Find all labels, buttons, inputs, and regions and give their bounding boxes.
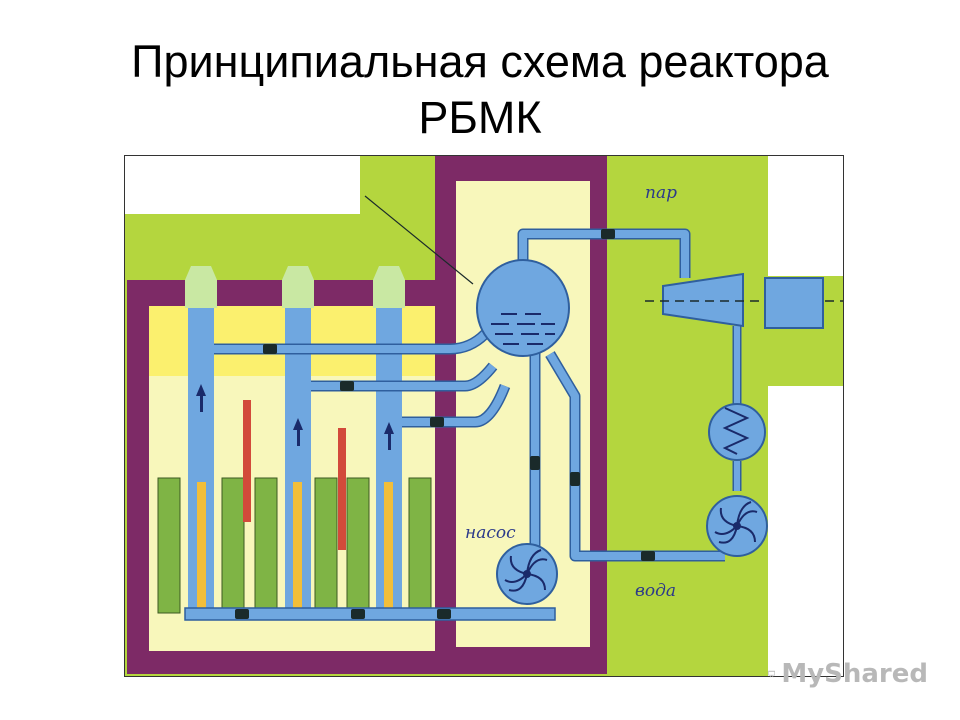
turbine-icon <box>662 272 744 328</box>
watermark-text: MyShared <box>781 659 928 689</box>
flow-arrows <box>196 384 394 450</box>
slide-title: Принципиальная схема реактора РБМК <box>40 34 920 146</box>
projector-screen-icon <box>768 670 776 678</box>
label-pump: насос <box>465 523 516 543</box>
rbmk-schematic: пар насос вода <box>125 156 843 676</box>
channel-cap-3 <box>373 266 405 308</box>
valve-markers <box>235 229 655 619</box>
control-rod-2 <box>338 428 346 550</box>
title-line-1: Принципиальная схема реактора <box>131 36 829 87</box>
condenser-icon <box>708 403 766 461</box>
channel-cap-2 <box>282 266 314 308</box>
bottom-header-pipe <box>184 607 556 621</box>
riser-pipes-fill <box>214 331 509 426</box>
main-circulation-pump-icon <box>496 543 558 605</box>
leader-line <box>364 195 474 285</box>
control-rod-1 <box>243 400 251 522</box>
label-steam: пар <box>645 183 677 203</box>
title-line-2: РБМК <box>418 92 542 143</box>
rbmk-diagram: пар насос вода <box>124 155 844 677</box>
fuel-assemblies <box>157 477 432 614</box>
feed-pump-icon <box>706 495 768 557</box>
watermark: MyShared <box>768 656 928 692</box>
label-water: вода <box>635 581 676 601</box>
generator-icon <box>764 277 824 329</box>
steam-separator-drum <box>476 259 570 357</box>
channel-cap-1 <box>185 266 217 308</box>
